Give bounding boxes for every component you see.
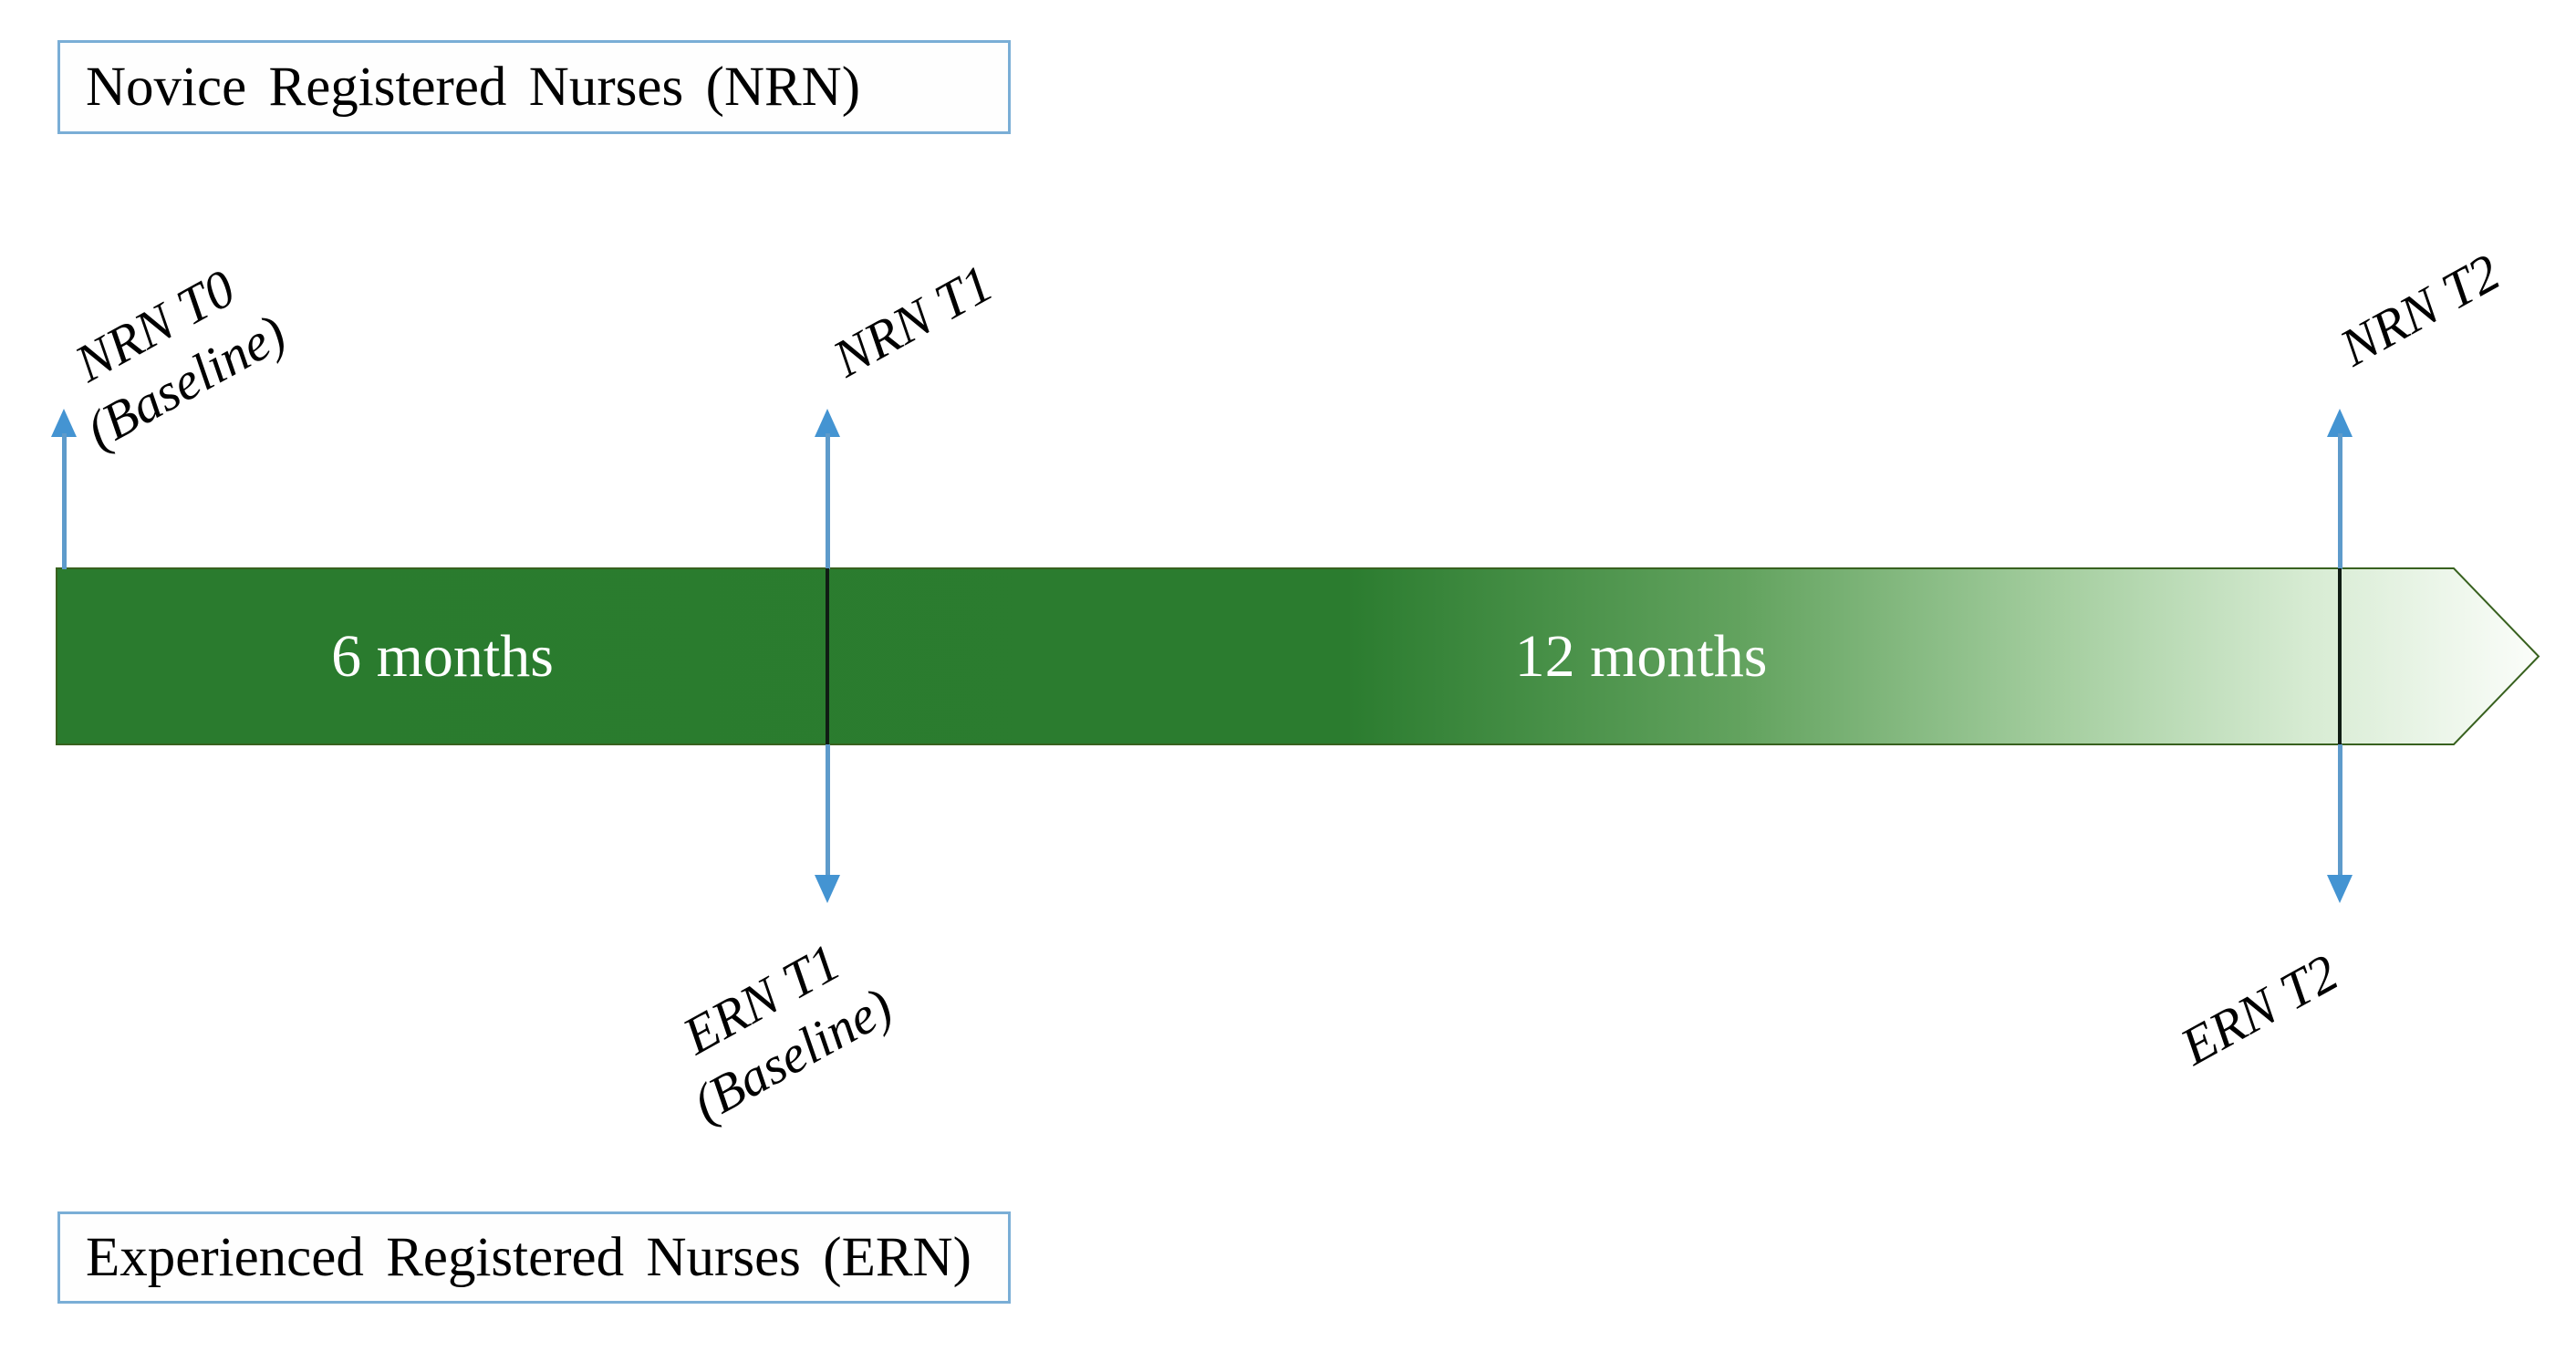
t0-arrow-line — [62, 433, 67, 569]
t2-arrow-line-top — [2338, 433, 2342, 569]
t1-arrow-line-bottom — [826, 744, 830, 877]
segment-6-months-label: 6 months — [331, 623, 554, 690]
nrn-group-box: Novice Registered Nurses (NRN) — [57, 40, 1011, 134]
t2-arrow-line-crossing — [2338, 568, 2342, 744]
t1-down-arrowhead-icon — [815, 875, 840, 903]
ern-group-box: Experienced Registered Nurses (ERN) — [57, 1211, 1011, 1304]
t2-arrow-line-bottom — [2338, 744, 2342, 877]
t0-up-arrowhead-icon — [51, 409, 77, 437]
nrn-group-label: Novice Registered Nurses (NRN) — [86, 56, 861, 118]
segment-12-months-label: 12 months — [1514, 623, 1768, 690]
t1-arrow-line-crossing — [826, 568, 829, 744]
t1-up-arrowhead-icon — [815, 409, 840, 437]
ern-group-label: Experienced Registered Nurses (ERN) — [86, 1226, 971, 1288]
t1-arrow-line-top — [826, 433, 830, 569]
t2-up-arrowhead-icon — [2327, 409, 2353, 437]
timeline-arrow-shape — [56, 567, 2540, 745]
t2-down-arrowhead-icon — [2327, 875, 2353, 903]
